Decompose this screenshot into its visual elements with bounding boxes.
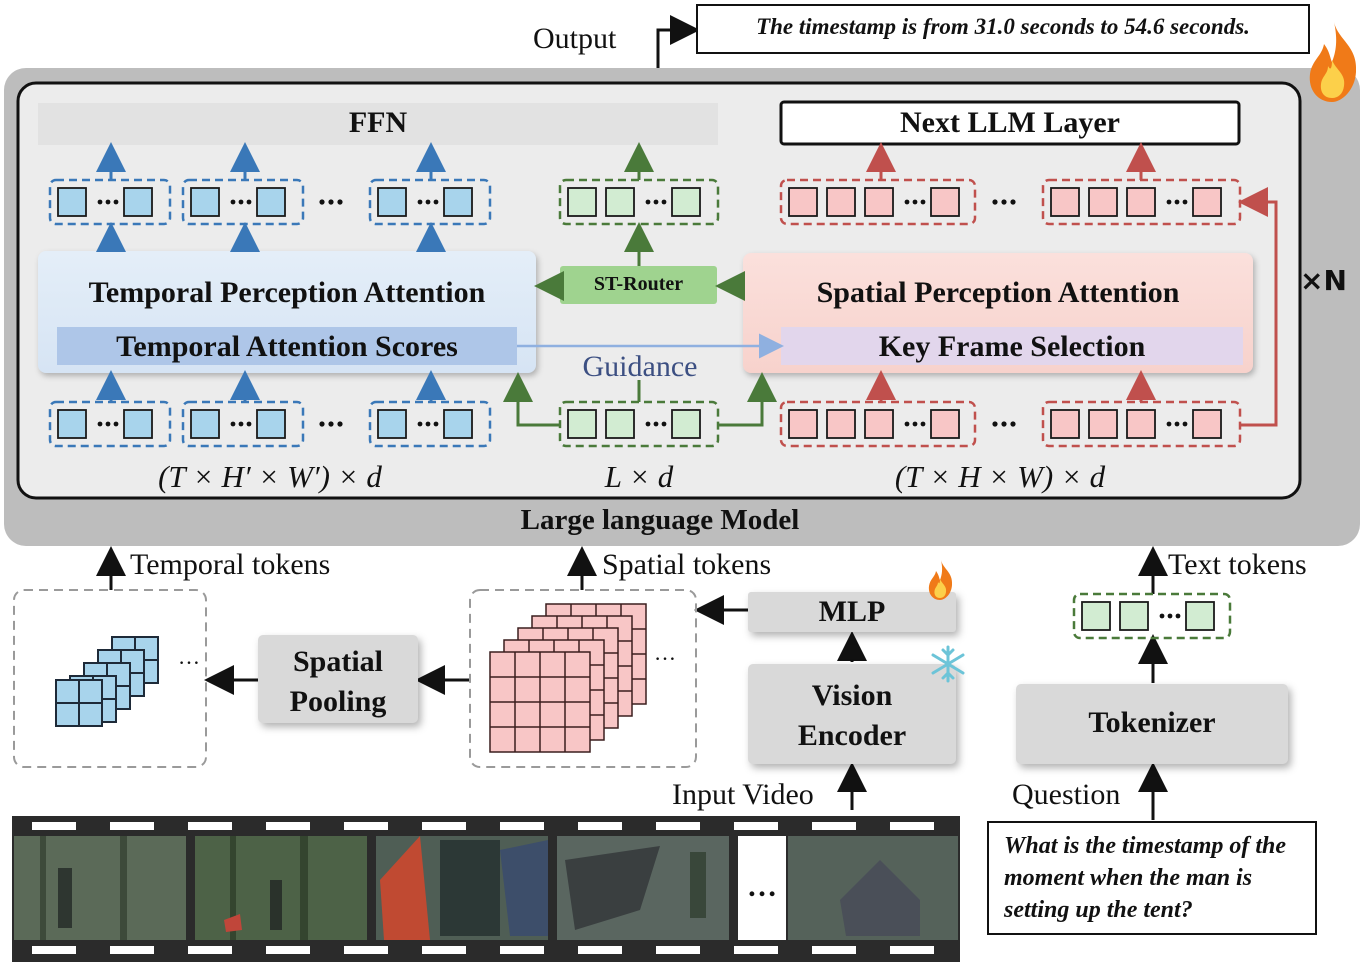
text-to-spatial-arrow (718, 372, 777, 427)
fire-icon (1309, 22, 1357, 102)
spatial-token-group (779, 178, 977, 226)
mlp-label: MLP (818, 595, 886, 628)
st-router-box (560, 266, 717, 304)
dim-text-label: L × d (604, 459, 674, 494)
text-to-temporal-arrow (503, 372, 560, 427)
output-box (696, 4, 1310, 54)
text-token-group (1072, 592, 1232, 640)
vision-encoder-box (748, 664, 956, 764)
dim-temporal-label: (T × H′ × W′) × d (158, 459, 382, 494)
film-frames (14, 836, 958, 940)
tokenizer-label: Tokenizer (1088, 706, 1216, 739)
vision-encoder-label: Vision Encoder (797, 679, 907, 752)
token-groups (48, 178, 1242, 640)
question-text: What is the timestamp of the moment when… (1004, 833, 1287, 923)
snowflake-icon (931, 645, 965, 683)
spatial-token-group (1041, 178, 1242, 226)
temporal-cube-ellipsis: … (178, 644, 200, 669)
question-box (987, 821, 1317, 935)
key-frame-bar (781, 327, 1243, 365)
spatial-loop-arrow (1238, 187, 1278, 427)
temporal-scores-label: Temporal Attention Scores (116, 330, 458, 363)
output-arrow (656, 15, 700, 68)
dim-spatial-label: (T × H × W) × d (894, 459, 1106, 494)
next-layer-box (779, 100, 1241, 146)
ffn-label: FFN (348, 106, 408, 139)
repeat-label: ×N (1300, 264, 1347, 297)
spatial-ellipsis (992, 421, 1016, 427)
temporal-token-group (48, 178, 172, 226)
output-label: Output (533, 22, 617, 55)
spatial-cube-ellipsis: … (654, 640, 676, 665)
spatial-tokens-label: Spatial tokens (602, 548, 772, 581)
film-perforations (32, 822, 934, 954)
temporal-token-group (368, 400, 492, 448)
question-label: Question (1012, 778, 1121, 811)
temporal-token-group (48, 400, 172, 448)
temporal-token-group (368, 178, 492, 226)
st-router-label: ST-Router (593, 273, 684, 295)
temporal-tokens-label: Temporal tokens (130, 548, 331, 581)
spatial-cube-stack (489, 603, 647, 753)
spatial-token-group (1041, 400, 1242, 448)
next-layer-label: Next LLM Layer (900, 106, 1120, 139)
output-text: The timestamp is from 31.0 seconds to 54… (756, 14, 1250, 39)
ffn-box (38, 103, 718, 145)
text-tokens-label: Text tokens (1168, 548, 1307, 581)
guidance-label: Guidance (582, 350, 698, 383)
film-ellipsis: … (747, 870, 777, 903)
spatial-cube-container (469, 589, 697, 768)
spatial-ellipsis (992, 199, 1016, 205)
text-token-group (558, 400, 720, 448)
spatial-pooling-label: Spatial Pooling (289, 645, 387, 718)
tokenizer-box (1016, 684, 1288, 764)
temporal-ellipsis (319, 421, 343, 427)
temporal-cube-stack (55, 636, 159, 727)
spatial-token-group (779, 400, 977, 448)
temporal-ellipsis (319, 199, 343, 205)
temporal-scores-bar (57, 327, 517, 365)
llm-title: Large language Model (520, 504, 800, 536)
temporal-token-group (181, 400, 305, 448)
key-frame-label: Key Frame Selection (878, 330, 1146, 363)
mlp-box (748, 592, 956, 632)
text-token-group (558, 178, 720, 226)
fire-icon (928, 560, 953, 600)
spatial-pooling-box (258, 635, 418, 723)
temporal-attention-label: Temporal Perception Attention (88, 276, 486, 309)
input-video-label: Input Video (672, 778, 814, 811)
spatial-attention-label: Spatial Perception Attention (816, 276, 1180, 309)
temporal-token-group (181, 178, 305, 226)
